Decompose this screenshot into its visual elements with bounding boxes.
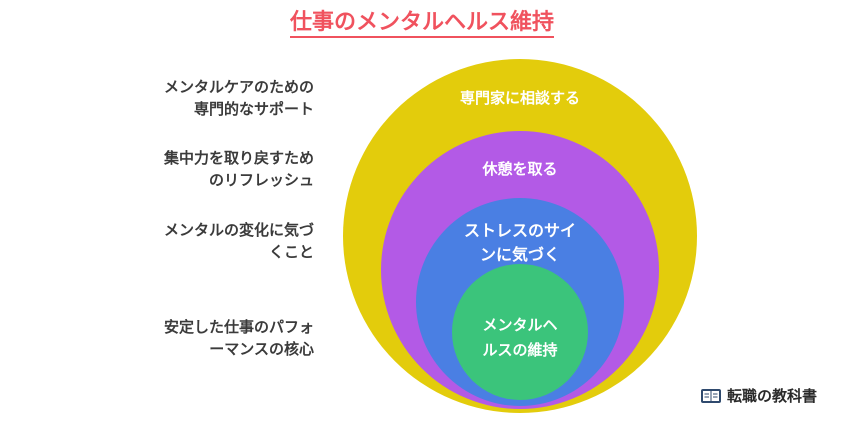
layer-outer-label: 専門家に相談する	[460, 89, 580, 107]
description-core-line1: 安定した仕事のパフォ	[163, 318, 314, 336]
page-title: 仕事のメンタルヘルス維持	[0, 4, 844, 38]
description-third-line2: くこと	[268, 243, 314, 261]
layer-second-label: 休憩を取る	[481, 160, 557, 178]
book-icon	[701, 388, 721, 403]
layer-core-label-line1: メンタルヘ	[482, 316, 557, 334]
description-core: 安定した仕事のパフォ ーマンスの核心	[94, 316, 314, 360]
description-outer: メンタルケアのための 専門的なサポート	[94, 76, 314, 120]
layer-core-circle	[452, 264, 588, 400]
description-second-line2: のリフレッシュ	[208, 171, 314, 189]
brand-name: 転職の教科書	[727, 387, 818, 405]
description-second-line1: 集中力を取り戻すため	[163, 149, 314, 167]
description-core-line2: ーマンスの核心	[209, 340, 314, 358]
description-outer-line2: 専門的なサポート	[193, 100, 314, 118]
description-outer-line1: メンタルケアのための	[163, 78, 314, 96]
description-third: メンタルの変化に気づ くこと	[94, 219, 314, 263]
description-third-line1: メンタルの変化に気づ	[163, 221, 314, 239]
description-second: 集中力を取り戻すため のリフレッシュ	[94, 147, 314, 191]
layer-core-label-line2: ルスの維持	[482, 341, 557, 359]
layer-third-label-line1: ストレスのサイ	[464, 221, 576, 240]
layer-third-label-line2: ンに気づく	[480, 245, 560, 264]
brand-logo: 転職の教科書	[700, 385, 817, 406]
